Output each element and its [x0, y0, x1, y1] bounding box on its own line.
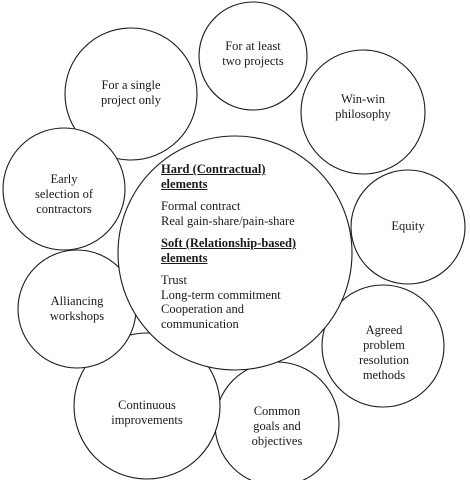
center-text-block: Hard (Contractual) elements Formal contr…	[161, 162, 331, 331]
label-problem-resolution: Agreed problem resolution methods	[359, 323, 409, 382]
soft-elements-heading: Soft (Relationship-based) elements	[161, 236, 297, 265]
soft-item-long-term: Long-term commitment	[161, 287, 281, 302]
circle-continuous-improvements	[73, 332, 221, 480]
label-common-goals: Common goals and objectives	[251, 404, 303, 448]
label-equity: Equity	[391, 219, 425, 233]
label-two-projects: For at least two projects	[222, 39, 284, 68]
soft-item-cooperation: Cooperation and communication	[161, 302, 244, 331]
circle-early-selection	[2, 127, 126, 251]
label-continuous-improvements: Continuous improvements	[111, 398, 183, 427]
circle-win-win	[300, 49, 426, 175]
circle-center	[117, 135, 353, 371]
label-single-project: For a single project only	[100, 78, 162, 107]
label-early-selection: Early selection of contractors	[35, 172, 93, 216]
circle-two-projects	[198, 1, 308, 111]
hard-item-gain-share: Real gain-share/pain-share	[161, 213, 295, 228]
circle-single-project	[64, 27, 198, 161]
hard-item-formal-contract: Formal contract	[161, 199, 241, 213]
circle-equity	[350, 169, 466, 285]
soft-item-trust: Trust	[161, 273, 187, 287]
label-win-win: Win-win philosophy	[335, 92, 391, 121]
label-alliancing-workshops: Alliancing workshops	[49, 294, 105, 323]
circle-problem-resolution	[321, 284, 445, 408]
hard-elements-heading: Hard (Contractual) elements	[161, 162, 266, 191]
